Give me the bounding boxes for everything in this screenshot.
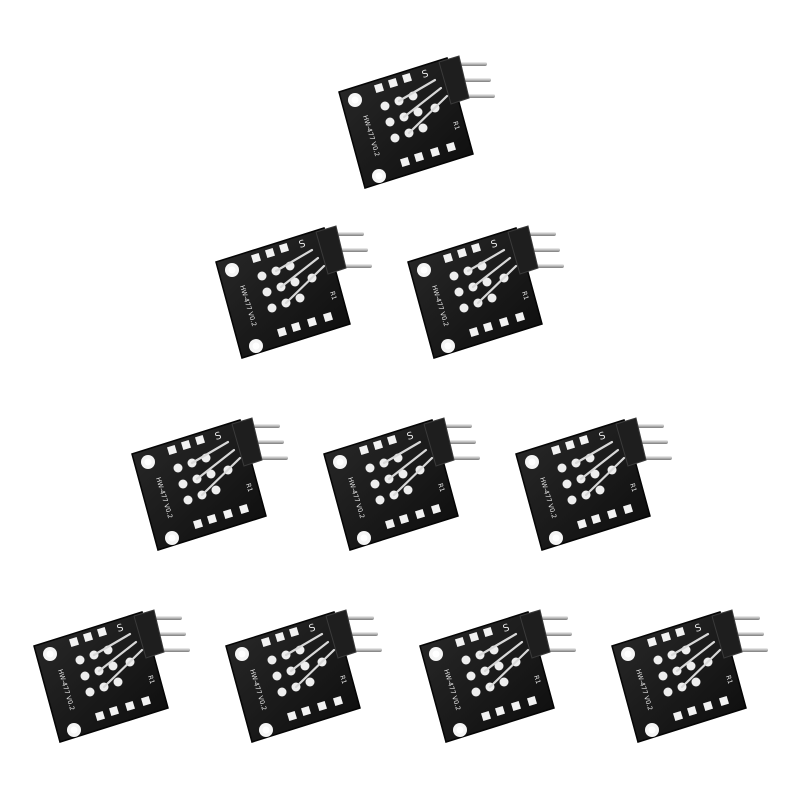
ref-label: R1	[451, 120, 461, 131]
ref-label: R1	[338, 674, 348, 685]
sensor-module: S HW-477 V0.2 R1	[611, 609, 768, 743]
sensor-module: S HW-477 V0.2 R1	[33, 609, 190, 743]
sensor-module: S HW-477 V0.2 R1	[407, 225, 564, 359]
signal-label: S	[694, 622, 703, 634]
sensor-module: S HW-477 V0.2 R1	[515, 417, 672, 551]
header-pins	[522, 232, 564, 268]
led-legs	[466, 248, 518, 305]
ref-label: R1	[520, 290, 530, 301]
header-pins	[340, 616, 382, 652]
ref-label: R1	[146, 674, 156, 685]
signal-label: S	[308, 622, 317, 634]
pin-header	[519, 609, 551, 659]
sensor-module: S HW-477 V0.2 R1	[215, 225, 372, 359]
led-legs	[478, 632, 530, 689]
led-legs	[670, 632, 722, 689]
square-pads	[443, 243, 525, 337]
sensor-module: S HW-477 V0.2 R1	[338, 55, 495, 189]
led-legs	[397, 78, 449, 135]
pin-header	[615, 417, 647, 467]
square-pads	[647, 627, 729, 721]
square-pads	[551, 435, 633, 529]
ref-label: R1	[724, 674, 734, 685]
ref-label: R1	[436, 482, 446, 493]
led-legs	[190, 440, 242, 497]
ref-label: R1	[628, 482, 638, 493]
ref-label: R1	[244, 482, 254, 493]
led-legs	[274, 248, 326, 305]
header-pins	[148, 616, 190, 652]
header-pins	[534, 616, 576, 652]
square-pads	[374, 73, 456, 167]
sensor-module: S HW-477 V0.2 R1	[419, 609, 576, 743]
pin-header	[507, 225, 539, 275]
module-grid: S HW-477 V0.2 R1	[33, 55, 768, 743]
square-pads	[251, 243, 333, 337]
signal-label: S	[502, 622, 511, 634]
signal-label: S	[598, 430, 607, 442]
pin-header	[423, 417, 455, 467]
signal-label: S	[490, 238, 499, 250]
square-pads	[167, 435, 249, 529]
sensor-module: S HW-477 V0.2 R1	[131, 417, 288, 551]
signal-label: S	[298, 238, 307, 250]
pin-header	[231, 417, 263, 467]
round-pads	[461, 645, 521, 697]
square-pads	[261, 627, 343, 721]
pin-header	[325, 609, 357, 659]
signal-label: S	[214, 430, 223, 442]
header-pins	[246, 424, 288, 460]
pin-header	[315, 225, 347, 275]
pin-header	[133, 609, 165, 659]
led-legs	[92, 632, 144, 689]
pin-header	[438, 55, 470, 105]
header-pins	[330, 232, 372, 268]
sensor-module: S HW-477 V0.2 R1	[323, 417, 480, 551]
ref-label: R1	[532, 674, 542, 685]
square-pads	[455, 627, 537, 721]
signal-label: S	[406, 430, 415, 442]
signal-label: S	[421, 68, 430, 80]
led-legs	[284, 632, 336, 689]
ref-label: R1	[328, 290, 338, 301]
pin-header	[711, 609, 743, 659]
led-legs	[382, 440, 434, 497]
signal-label: S	[116, 622, 125, 634]
square-pads	[69, 627, 151, 721]
sensor-module: S HW-477 V0.2 R1	[225, 609, 382, 743]
led-legs	[574, 440, 626, 497]
square-pads	[359, 435, 441, 529]
